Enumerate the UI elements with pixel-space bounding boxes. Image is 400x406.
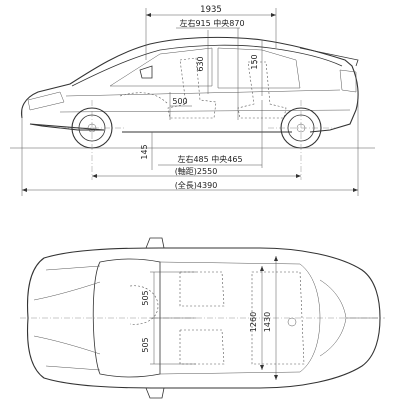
dim-headroom: 左右915 中央870 xyxy=(179,18,244,28)
dim-1935: 1935 xyxy=(200,5,222,15)
top-dimensions: 505 505 1260 1430 xyxy=(141,256,278,380)
top-steering xyxy=(129,285,159,325)
dim-145: 145 xyxy=(140,144,149,159)
top-hood-line-2 xyxy=(33,335,101,355)
top-mirror-right xyxy=(145,387,165,399)
side-front-seat xyxy=(167,57,217,119)
dim-500: 500 xyxy=(172,97,187,106)
side-window-line xyxy=(71,44,343,87)
side-taillamp xyxy=(339,69,357,93)
top-fender-lines xyxy=(45,265,101,371)
side-rocker-line xyxy=(59,109,351,113)
dim-150: 150 xyxy=(250,54,259,69)
dim-505-lower: 505 xyxy=(141,337,150,352)
top-rear-center-belt xyxy=(287,317,297,327)
side-steering xyxy=(119,92,169,105)
top-front-seat-right xyxy=(179,329,225,365)
side-beltline xyxy=(65,89,341,97)
dim-505-upper: 505 xyxy=(141,290,150,305)
side-spoiler xyxy=(299,47,359,67)
top-view xyxy=(20,237,385,399)
top-mirror-left xyxy=(145,237,165,249)
dim-630: 630 xyxy=(196,56,205,71)
side-rear-seat xyxy=(237,61,287,119)
dim-length: (全長)4390 xyxy=(175,180,218,190)
top-windshield xyxy=(92,258,161,378)
dim-1430: 1430 xyxy=(263,312,272,332)
side-mirror xyxy=(139,65,153,79)
side-body-outline xyxy=(20,36,359,133)
dim-wheelbase: (軸距)2550 xyxy=(175,166,218,176)
side-window-frame xyxy=(109,47,301,89)
side-dimensions: 1935 左右915 中央870 630 150 500 145 左右485 中… xyxy=(21,5,359,196)
side-headlamp xyxy=(27,91,65,111)
top-hood-line-1 xyxy=(33,281,101,301)
top-rear-seat xyxy=(251,271,305,365)
dim-1260: 1260 xyxy=(249,312,258,332)
dim-legroom: 左右485 中央465 xyxy=(177,154,242,164)
side-view xyxy=(10,36,375,180)
top-front-seat-left xyxy=(179,271,225,307)
